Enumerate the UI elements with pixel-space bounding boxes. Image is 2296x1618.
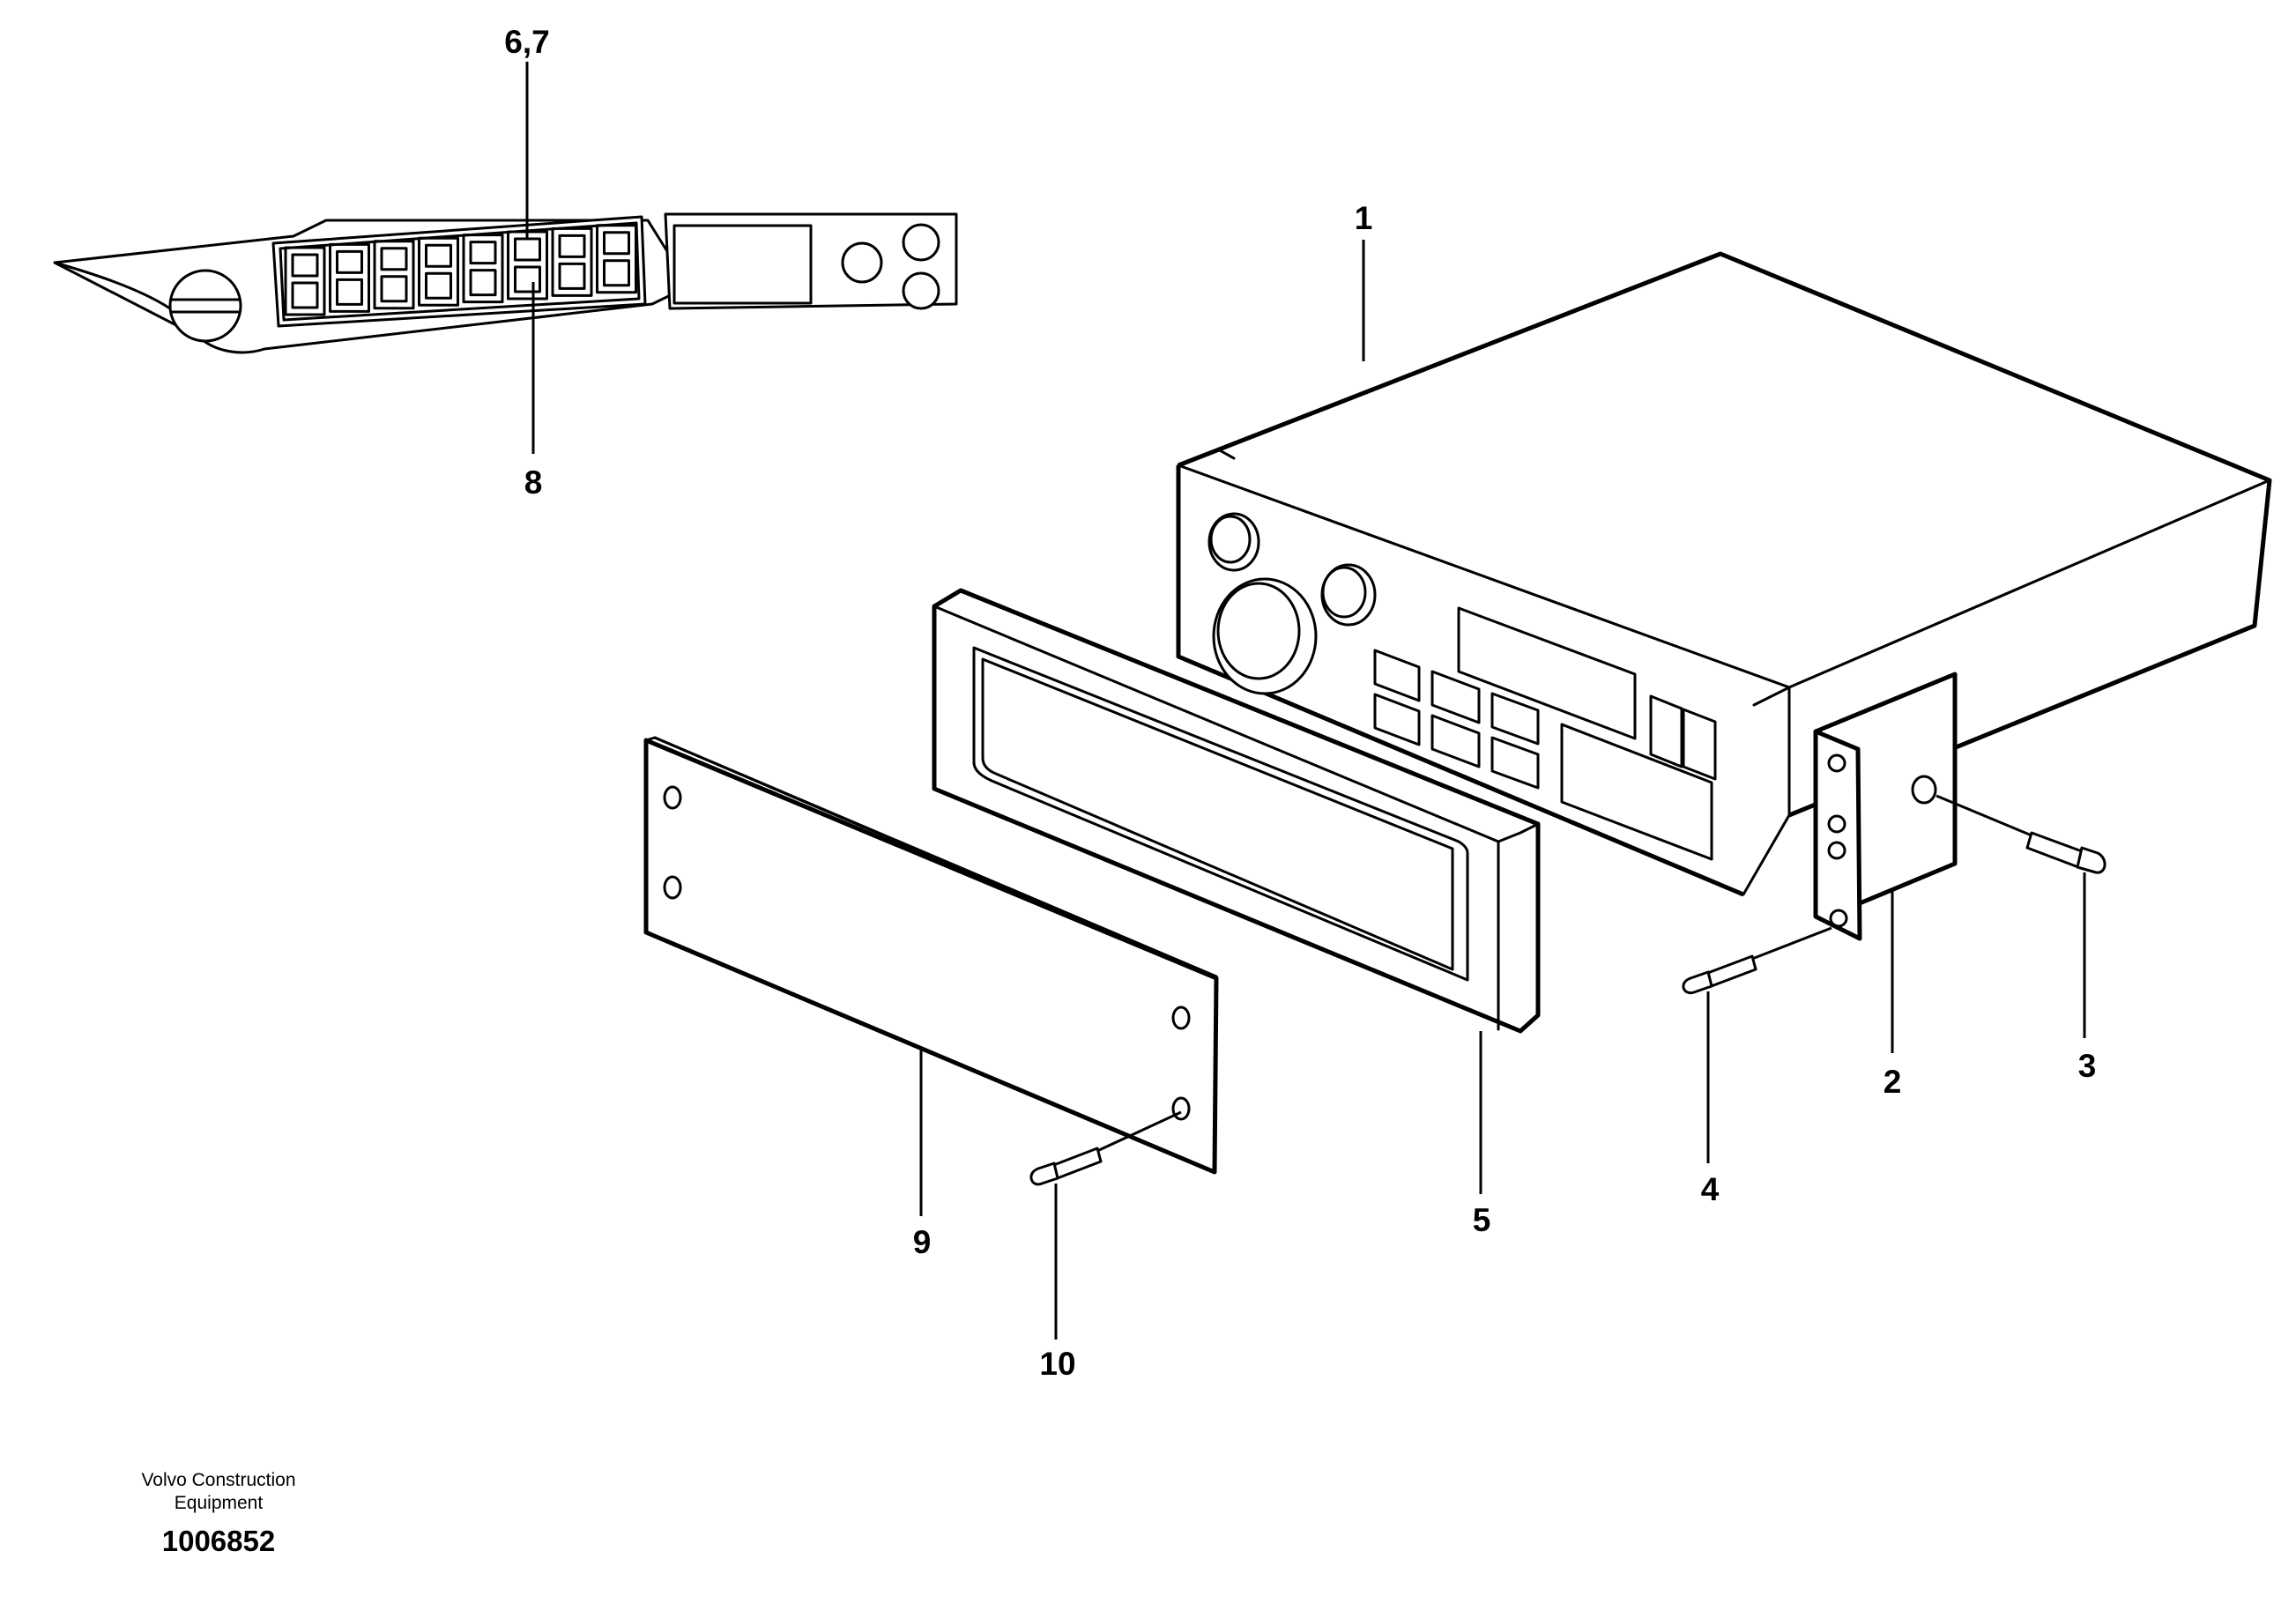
frame-bezel [932,588,1541,1034]
callout-1: 1 [1355,200,1373,236]
callout-8: 8 [524,464,543,501]
footer: Volvo Construction Equipment 1006852 [141,1470,295,1557]
switch-panel [53,212,958,354]
cover-plate [643,736,1219,1175]
radio-small-button [1682,708,1717,781]
mounting-bracket [1813,672,1958,941]
callout-10: 10 [1039,1346,1075,1382]
radio-cassette-slot [1560,723,1713,861]
radio-buttons [1373,649,1540,790]
switch-bank [271,215,647,328]
screw-3 [1936,794,2107,874]
panel-switch [596,224,637,294]
panel-switch [329,242,370,313]
panel-button [902,271,940,310]
panel-knob [168,269,242,343]
doc-number: 1006852 [162,1525,275,1557]
panel-switch [551,226,593,297]
callout-9: 9 [913,1224,932,1260]
panel-display [672,224,813,305]
screw-4 [1682,926,1832,995]
panel-button [902,223,940,262]
callout-5: 5 [1473,1202,1491,1238]
footer-company: Volvo Construction [141,1470,295,1490]
screw-10 [1029,1110,1182,1186]
callout-3: 3 [2078,1048,2097,1084]
panel-switch [462,234,504,304]
radio-display [1457,606,1637,740]
radio-knob-right [1320,563,1377,627]
panel-switch [418,236,459,307]
callout-6-7: 6,7 [504,24,549,60]
footer-company-line2: Equipment [175,1493,264,1513]
callout-labels: 1 6,7 8 2 3 4 5 9 10 [504,24,2096,1382]
radio-knob-small [1207,512,1260,572]
panel-switch [373,240,415,310]
leader-lines [525,62,2086,1340]
radio-knob-large [1212,577,1318,695]
panel-button [841,241,883,284]
radio-small-button [1649,694,1683,768]
callout-2: 2 [1884,1064,1902,1100]
callout-4: 4 [1701,1171,1720,1207]
panel-switch [284,246,326,316]
